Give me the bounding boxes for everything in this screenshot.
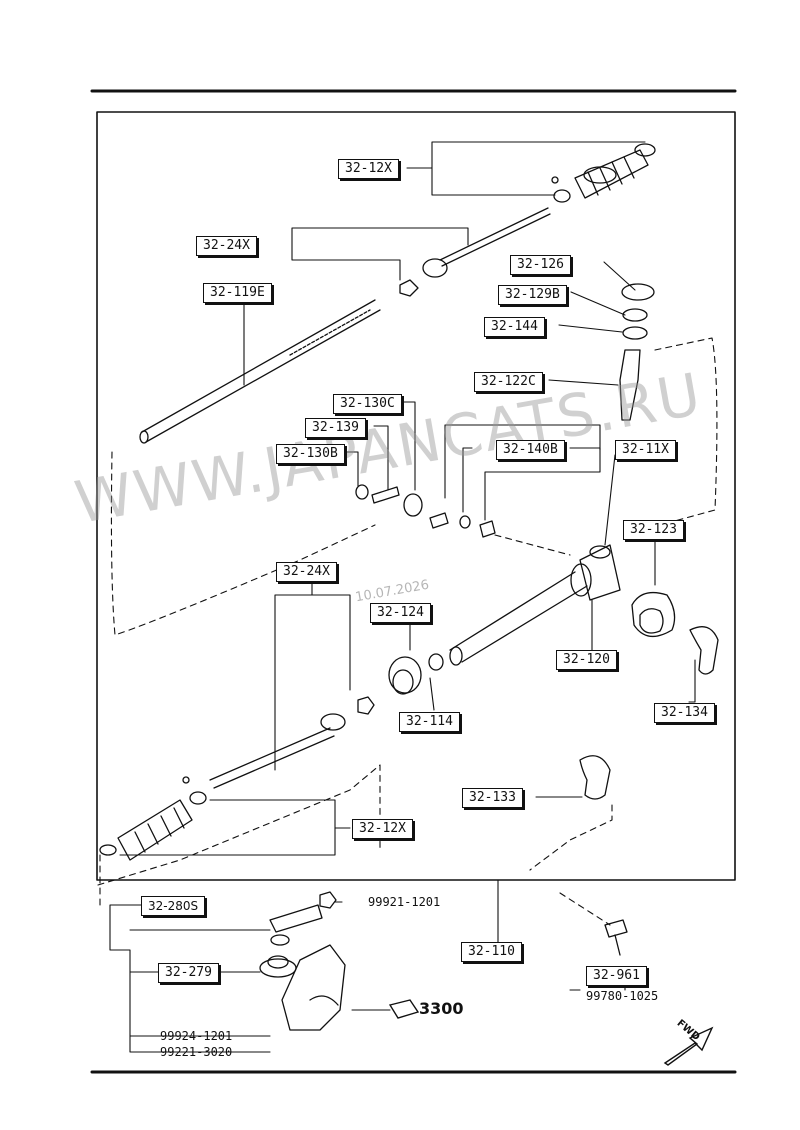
mount-bracket-133-part bbox=[579, 755, 611, 800]
callout-32-139: 32-139 bbox=[305, 418, 366, 438]
adjuster-parts bbox=[355, 484, 496, 538]
rack-part bbox=[139, 299, 381, 444]
dust-boot-279-part bbox=[259, 955, 297, 978]
tie-rod-upper-part bbox=[399, 207, 551, 297]
gear-housing-part bbox=[449, 544, 621, 666]
callout-32-11X: 32-11X bbox=[615, 440, 676, 460]
callout-32-279: 32-279 bbox=[158, 963, 219, 983]
callout-32-126: 32-126 bbox=[510, 255, 571, 275]
leader-lines bbox=[109, 141, 696, 1053]
callout-32-24X-top: 32-24X bbox=[196, 236, 257, 256]
part-number-99924-1201: 99924-1201 bbox=[160, 1029, 233, 1043]
callout-32-130B: 32-130B bbox=[276, 444, 345, 464]
callout-32-280S: 32-280S bbox=[141, 896, 206, 916]
callout-32-110: 32-110 bbox=[461, 942, 522, 962]
callout-32-144: 32-144 bbox=[484, 317, 545, 337]
reference-3300: 3300 bbox=[419, 999, 464, 1018]
mount-bracket-134-part bbox=[689, 626, 719, 675]
callout-32-12X-top: 32-12X bbox=[338, 159, 399, 179]
knuckle-part bbox=[281, 944, 346, 1031]
callout-32-140B: 32-140B bbox=[496, 440, 565, 460]
callout-32-961: 32-961 bbox=[586, 966, 647, 986]
mount-rubber-part bbox=[631, 591, 676, 637]
part-number-99780-1025: 99780-1025 bbox=[586, 989, 659, 1003]
dashed-guide-lines bbox=[97, 337, 718, 926]
tie-rod-lower-part bbox=[209, 696, 375, 789]
callout-32-133: 32-133 bbox=[462, 788, 523, 808]
callout-32-134: 32-134 bbox=[654, 703, 715, 723]
callout-32-119E: 32-119E bbox=[203, 283, 272, 303]
callout-32-123: 32-123 bbox=[623, 520, 684, 540]
tie-rod-end-part bbox=[269, 891, 337, 946]
boot-top-part bbox=[551, 143, 656, 203]
part-number-99921-1201: 99921-1201 bbox=[368, 895, 441, 909]
callout-32-130C: 32-130C bbox=[333, 394, 402, 414]
part-number-99221-3020: 99221-3020 bbox=[160, 1045, 233, 1059]
callout-32-114: 32-114 bbox=[399, 712, 460, 732]
bolt-961-part bbox=[604, 919, 628, 956]
boot-bottom-part bbox=[99, 776, 207, 861]
callout-32-24X-mid: 32-24X bbox=[276, 562, 337, 582]
callout-32-12X-bottom: 32-12X bbox=[352, 819, 413, 839]
callout-32-124: 32-124 bbox=[370, 603, 431, 623]
callout-32-129B: 32-129B bbox=[498, 285, 567, 305]
pinion-part bbox=[619, 283, 655, 421]
fwd-arrow-icon bbox=[663, 1026, 714, 1066]
assembly-frame bbox=[96, 111, 736, 881]
callout-32-120: 32-120 bbox=[556, 650, 617, 670]
callout-32-122C: 32-122C bbox=[474, 372, 543, 392]
reference-arrow-icon bbox=[388, 999, 420, 1019]
bushing-part bbox=[388, 653, 444, 695]
